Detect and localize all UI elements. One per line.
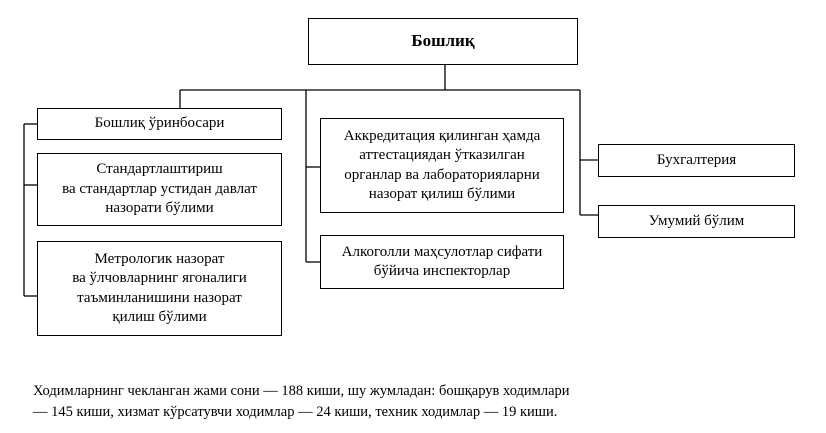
deputy-head-box: Бошлиқ ўринбосари [37,108,282,140]
general-dept-label: Умумий бўлим [648,212,745,229]
root-label: Бошлиқ [411,31,475,51]
standardization-dept-label: Стандартлаштириш ва стандартлар устидан … [62,161,257,217]
metrology-dept-box: Метрологик назорат ва ўлчовларнинг ягона… [37,241,282,336]
staff-footnote: Ходимларнинг чекланган жами сони — 188 к… [33,383,570,421]
accounting-label: Бухгалтерия [656,151,737,168]
accounting-box: Бухгалтерия [598,144,795,177]
accreditation-dept-box: Аккредитация қилинган ҳамда аттестацияда… [320,118,564,213]
root-box: Бошлиқ [308,18,578,65]
accreditation-dept-label: Аккредитация қилинган ҳамда аттестацияда… [343,127,541,203]
deputy-head-label: Бошлиқ ўринбосари [94,115,225,132]
alcohol-inspectors-box: Алкоголли маҳсулотлар сифати бўйича инсп… [320,235,564,289]
alcohol-inspectors-label: Алкоголли маҳсулотлар сифати бўйича инсп… [341,243,543,280]
general-dept-box: Умумий бўлим [598,205,795,238]
standardization-dept-box: Стандартлаштириш ва стандартлар устидан … [37,153,282,226]
metrology-dept-label: Метрологик назорат ва ўлчовларнинг ягона… [72,250,247,326]
